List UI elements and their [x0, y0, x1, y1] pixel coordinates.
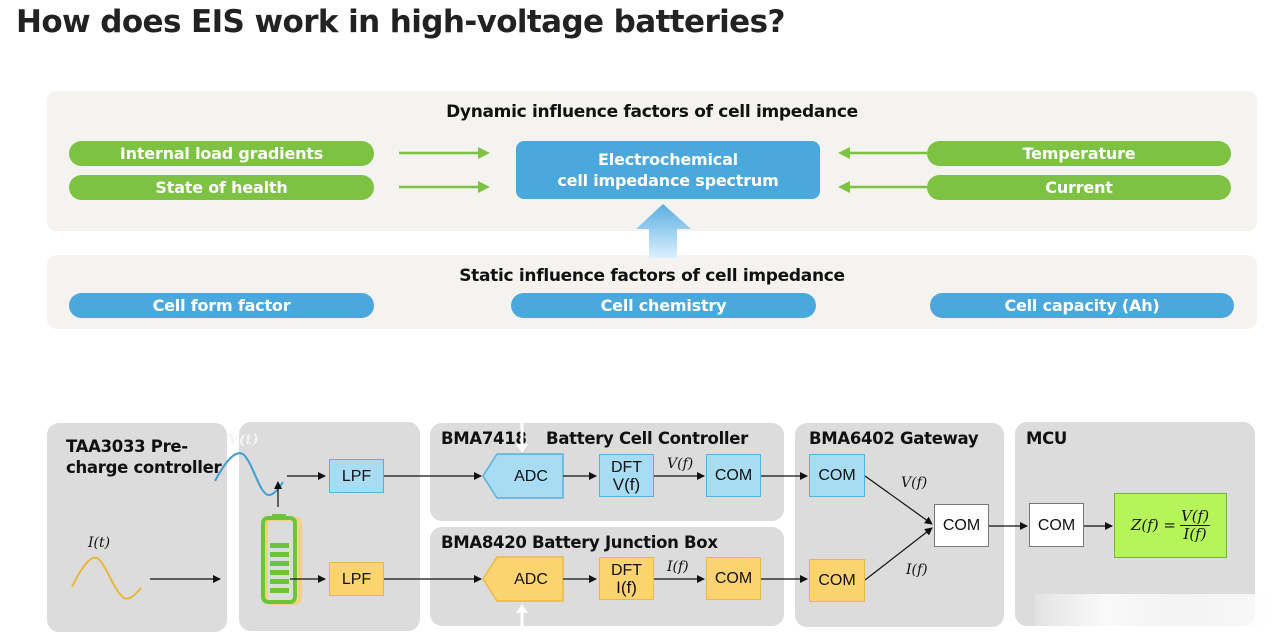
gateway-com-current-block: COM: [809, 559, 865, 602]
spectrum-line1: Electrochemical: [598, 150, 738, 169]
factor-cell-form-factor: Cell form factor: [69, 293, 374, 318]
factor-current: Current: [927, 175, 1231, 200]
voltage-time-label: V(t): [228, 432, 259, 448]
dft-current-block: DFT I(f): [599, 557, 654, 600]
mcu-title: MCU: [1026, 429, 1068, 448]
gateway-com-out-block: COM: [934, 504, 989, 547]
voltage-freq-label: V(f): [667, 456, 694, 472]
formula-fraction: V(f) I(f): [1179, 507, 1211, 543]
mcu-com-block: COM: [1029, 503, 1084, 547]
factor-internal-load-gradients: Internal load gradients: [69, 141, 374, 166]
com-junction-box-block: COM: [706, 557, 761, 600]
watermark: [1035, 594, 1270, 626]
lpf-current-block: LPF: [329, 562, 384, 596]
page-title: How does EIS work in high-voltage batter…: [16, 4, 785, 40]
cell-controller-title: BMA7418 Battery Cell Controller: [441, 429, 749, 448]
precharge-title: TAA3033 Pre- charge controller: [66, 437, 222, 477]
factor-cell-capacity: Cell capacity (Ah): [930, 293, 1234, 318]
dynamic-panel-title: Dynamic influence factors of cell impeda…: [446, 102, 858, 122]
com-cell-controller-block: COM: [706, 454, 761, 497]
current-time-label: I(t): [88, 535, 111, 551]
current-freq-label: I(f): [667, 559, 689, 575]
adc-voltage-label: ADC: [514, 467, 548, 485]
factor-temperature: Temperature: [927, 141, 1231, 166]
gateway-com-voltage-block: COM: [809, 454, 865, 497]
adc-current-label: ADC: [514, 570, 548, 588]
lpf-voltage-block: LPF: [329, 459, 384, 493]
gateway-title: BMA6402 Gateway: [809, 429, 979, 448]
factor-cell-chemistry: Cell chemistry: [511, 293, 816, 318]
gateway-voltage-label: V(f): [901, 475, 928, 491]
impedance-formula-block: Z(f) = V(f) I(f): [1114, 493, 1227, 558]
dft-voltage-block: DFT V(f): [599, 454, 654, 497]
static-panel-title: Static influence factors of cell impedan…: [459, 266, 845, 286]
junction-box-title: BMA8420 Battery Junction Box: [441, 533, 718, 552]
battery-box: [239, 422, 420, 631]
factor-state-of-health: State of health: [69, 175, 374, 200]
spectrum-line2: cell impedance spectrum: [557, 171, 779, 190]
gateway-current-label: I(f): [906, 562, 928, 578]
impedance-spectrum-box: Electrochemical cell impedance spectrum: [516, 141, 820, 199]
